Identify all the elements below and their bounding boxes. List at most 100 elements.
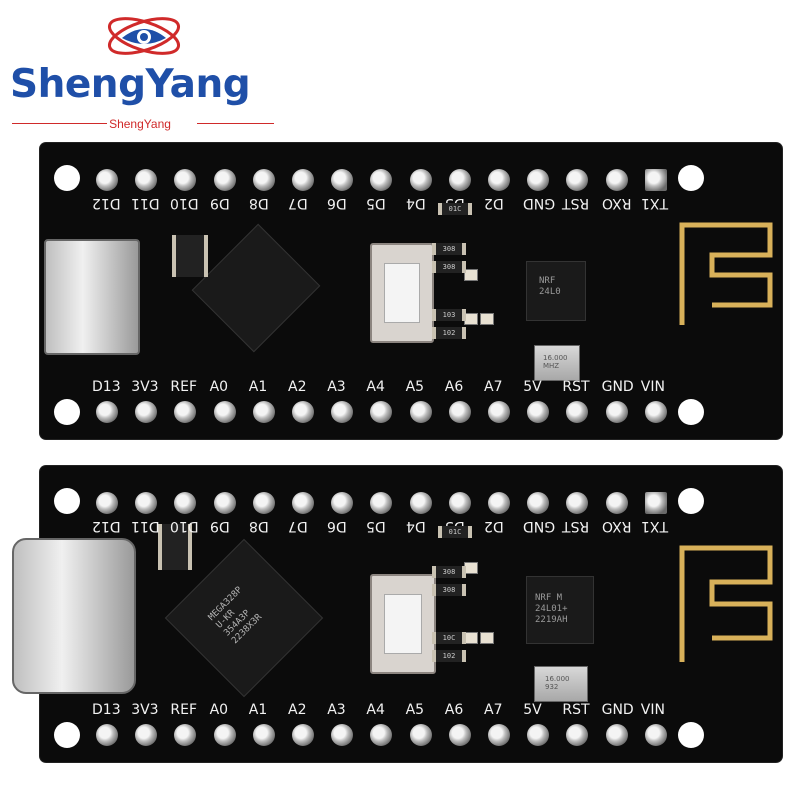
header-pin bbox=[252, 492, 275, 514]
mounting-hole bbox=[54, 488, 80, 514]
status-led bbox=[480, 313, 494, 325]
brand-subtitle: ShengYang bbox=[109, 117, 171, 131]
pin-label-bottom: 5V bbox=[523, 702, 542, 718]
header-pin bbox=[448, 401, 471, 423]
header-pin bbox=[488, 401, 510, 423]
pin-label-top: D4 bbox=[405, 195, 426, 211]
header-pin bbox=[370, 169, 393, 191]
header-pin bbox=[96, 401, 118, 423]
nano-board-usb-c: MEGA328P U-KR 354A3P 2238X3R NRF M 24L01… bbox=[12, 466, 782, 762]
smd-resistor: 308 bbox=[432, 584, 466, 596]
pin-label-bottom: A2 bbox=[288, 379, 307, 395]
smd-resistor: 01C bbox=[438, 526, 472, 538]
header-pin bbox=[605, 401, 628, 423]
pin-label-bottom: VIN bbox=[640, 379, 665, 395]
pin-label-top: D2 bbox=[484, 518, 504, 534]
eye-orbit-icon bbox=[107, 17, 181, 55]
header-pin bbox=[135, 169, 158, 191]
pin-label-top: GND bbox=[523, 195, 556, 211]
header-pin bbox=[409, 169, 432, 191]
pin-label-top: D8 bbox=[248, 195, 269, 211]
microcontroller-chip bbox=[191, 223, 321, 353]
pin-label-bottom: 3V3 bbox=[131, 702, 159, 718]
pin-label-bottom: 3V3 bbox=[131, 379, 159, 395]
pin-label-top: TX1 bbox=[640, 195, 668, 211]
header-pin bbox=[174, 492, 197, 514]
pin-label-top: D4 bbox=[405, 518, 426, 534]
header-pin bbox=[566, 724, 589, 746]
pin-label-bottom: D13 bbox=[92, 702, 121, 718]
pin-label-bottom: REF bbox=[170, 379, 198, 395]
header-pin bbox=[488, 492, 510, 514]
pin-label-bottom: A1 bbox=[248, 702, 268, 718]
reset-button[interactable] bbox=[370, 574, 436, 674]
status-led bbox=[464, 632, 478, 644]
header-pin bbox=[409, 401, 432, 423]
antenna-trace bbox=[679, 545, 773, 662]
header-pin bbox=[174, 169, 197, 191]
pin-label-bottom: A0 bbox=[209, 702, 229, 718]
pin-label-top: RST bbox=[562, 518, 590, 534]
header-pin bbox=[409, 492, 432, 514]
header-pin bbox=[331, 401, 354, 423]
smd-component bbox=[172, 235, 208, 277]
status-led bbox=[464, 269, 478, 281]
header-pin bbox=[527, 492, 550, 514]
header-pin bbox=[96, 492, 118, 514]
pin-label-bottom: A6 bbox=[444, 702, 464, 718]
pin-label-top: D11 bbox=[131, 195, 160, 211]
crystal-text: 16.000 932 bbox=[545, 675, 570, 691]
pin-label-bottom: GND bbox=[601, 379, 634, 395]
pin-label-bottom: A5 bbox=[405, 379, 425, 395]
nrf-chip-text: NRF 24L0 bbox=[539, 276, 561, 297]
header-pin bbox=[292, 724, 314, 746]
pin-label-top: D9 bbox=[209, 195, 230, 211]
status-led bbox=[480, 632, 494, 644]
pin-label-bottom: REF bbox=[170, 702, 198, 718]
pin-label-top: D6 bbox=[327, 518, 347, 534]
nrf-chip: NRF 24L0 bbox=[526, 261, 586, 321]
pin-label-top: D12 bbox=[92, 195, 121, 211]
status-led bbox=[464, 313, 478, 325]
mounting-hole bbox=[678, 488, 704, 514]
header-pin bbox=[370, 492, 393, 514]
header-pin bbox=[213, 169, 236, 191]
header-pin bbox=[605, 724, 628, 746]
mounting-hole bbox=[54, 399, 80, 425]
header-pin bbox=[135, 492, 158, 514]
pin-label-top: D7 bbox=[288, 195, 308, 211]
header-pin bbox=[566, 492, 589, 514]
pin-label-bottom: VIN bbox=[640, 702, 665, 718]
crystal-oscillator: 16.000 MHZ bbox=[534, 345, 580, 381]
header-pin bbox=[448, 169, 471, 191]
header-pin bbox=[409, 724, 432, 746]
header-pin bbox=[331, 724, 354, 746]
header-pin bbox=[135, 724, 158, 746]
header-pin bbox=[527, 724, 550, 746]
pin-label-bottom: A5 bbox=[405, 702, 425, 718]
pin-label-top: D8 bbox=[248, 518, 269, 534]
mounting-hole bbox=[678, 399, 704, 425]
brand-divider bbox=[12, 121, 274, 126]
smd-resistor: 308 bbox=[432, 566, 466, 578]
header-pin bbox=[566, 169, 589, 191]
header-pin bbox=[370, 724, 393, 746]
micro-usb-port bbox=[44, 239, 140, 355]
header-pin bbox=[527, 169, 550, 191]
header-pin bbox=[96, 169, 118, 191]
header-pin bbox=[292, 169, 314, 191]
mounting-hole bbox=[678, 722, 704, 748]
header-pin bbox=[213, 724, 236, 746]
crystal-text: 16.000 MHZ bbox=[543, 354, 568, 370]
reset-button[interactable] bbox=[370, 243, 434, 343]
header-pin bbox=[331, 492, 354, 514]
pin-label-top: GND bbox=[523, 518, 556, 534]
pin-label-bottom: 5V bbox=[523, 379, 542, 395]
header-pin bbox=[527, 401, 550, 423]
nrf-chip: NRF M 24L01+ 2219AH bbox=[526, 576, 594, 644]
pin-label-top: D6 bbox=[327, 195, 347, 211]
header-pin bbox=[292, 492, 314, 514]
header-pin bbox=[644, 401, 667, 423]
smd-component bbox=[158, 524, 192, 570]
